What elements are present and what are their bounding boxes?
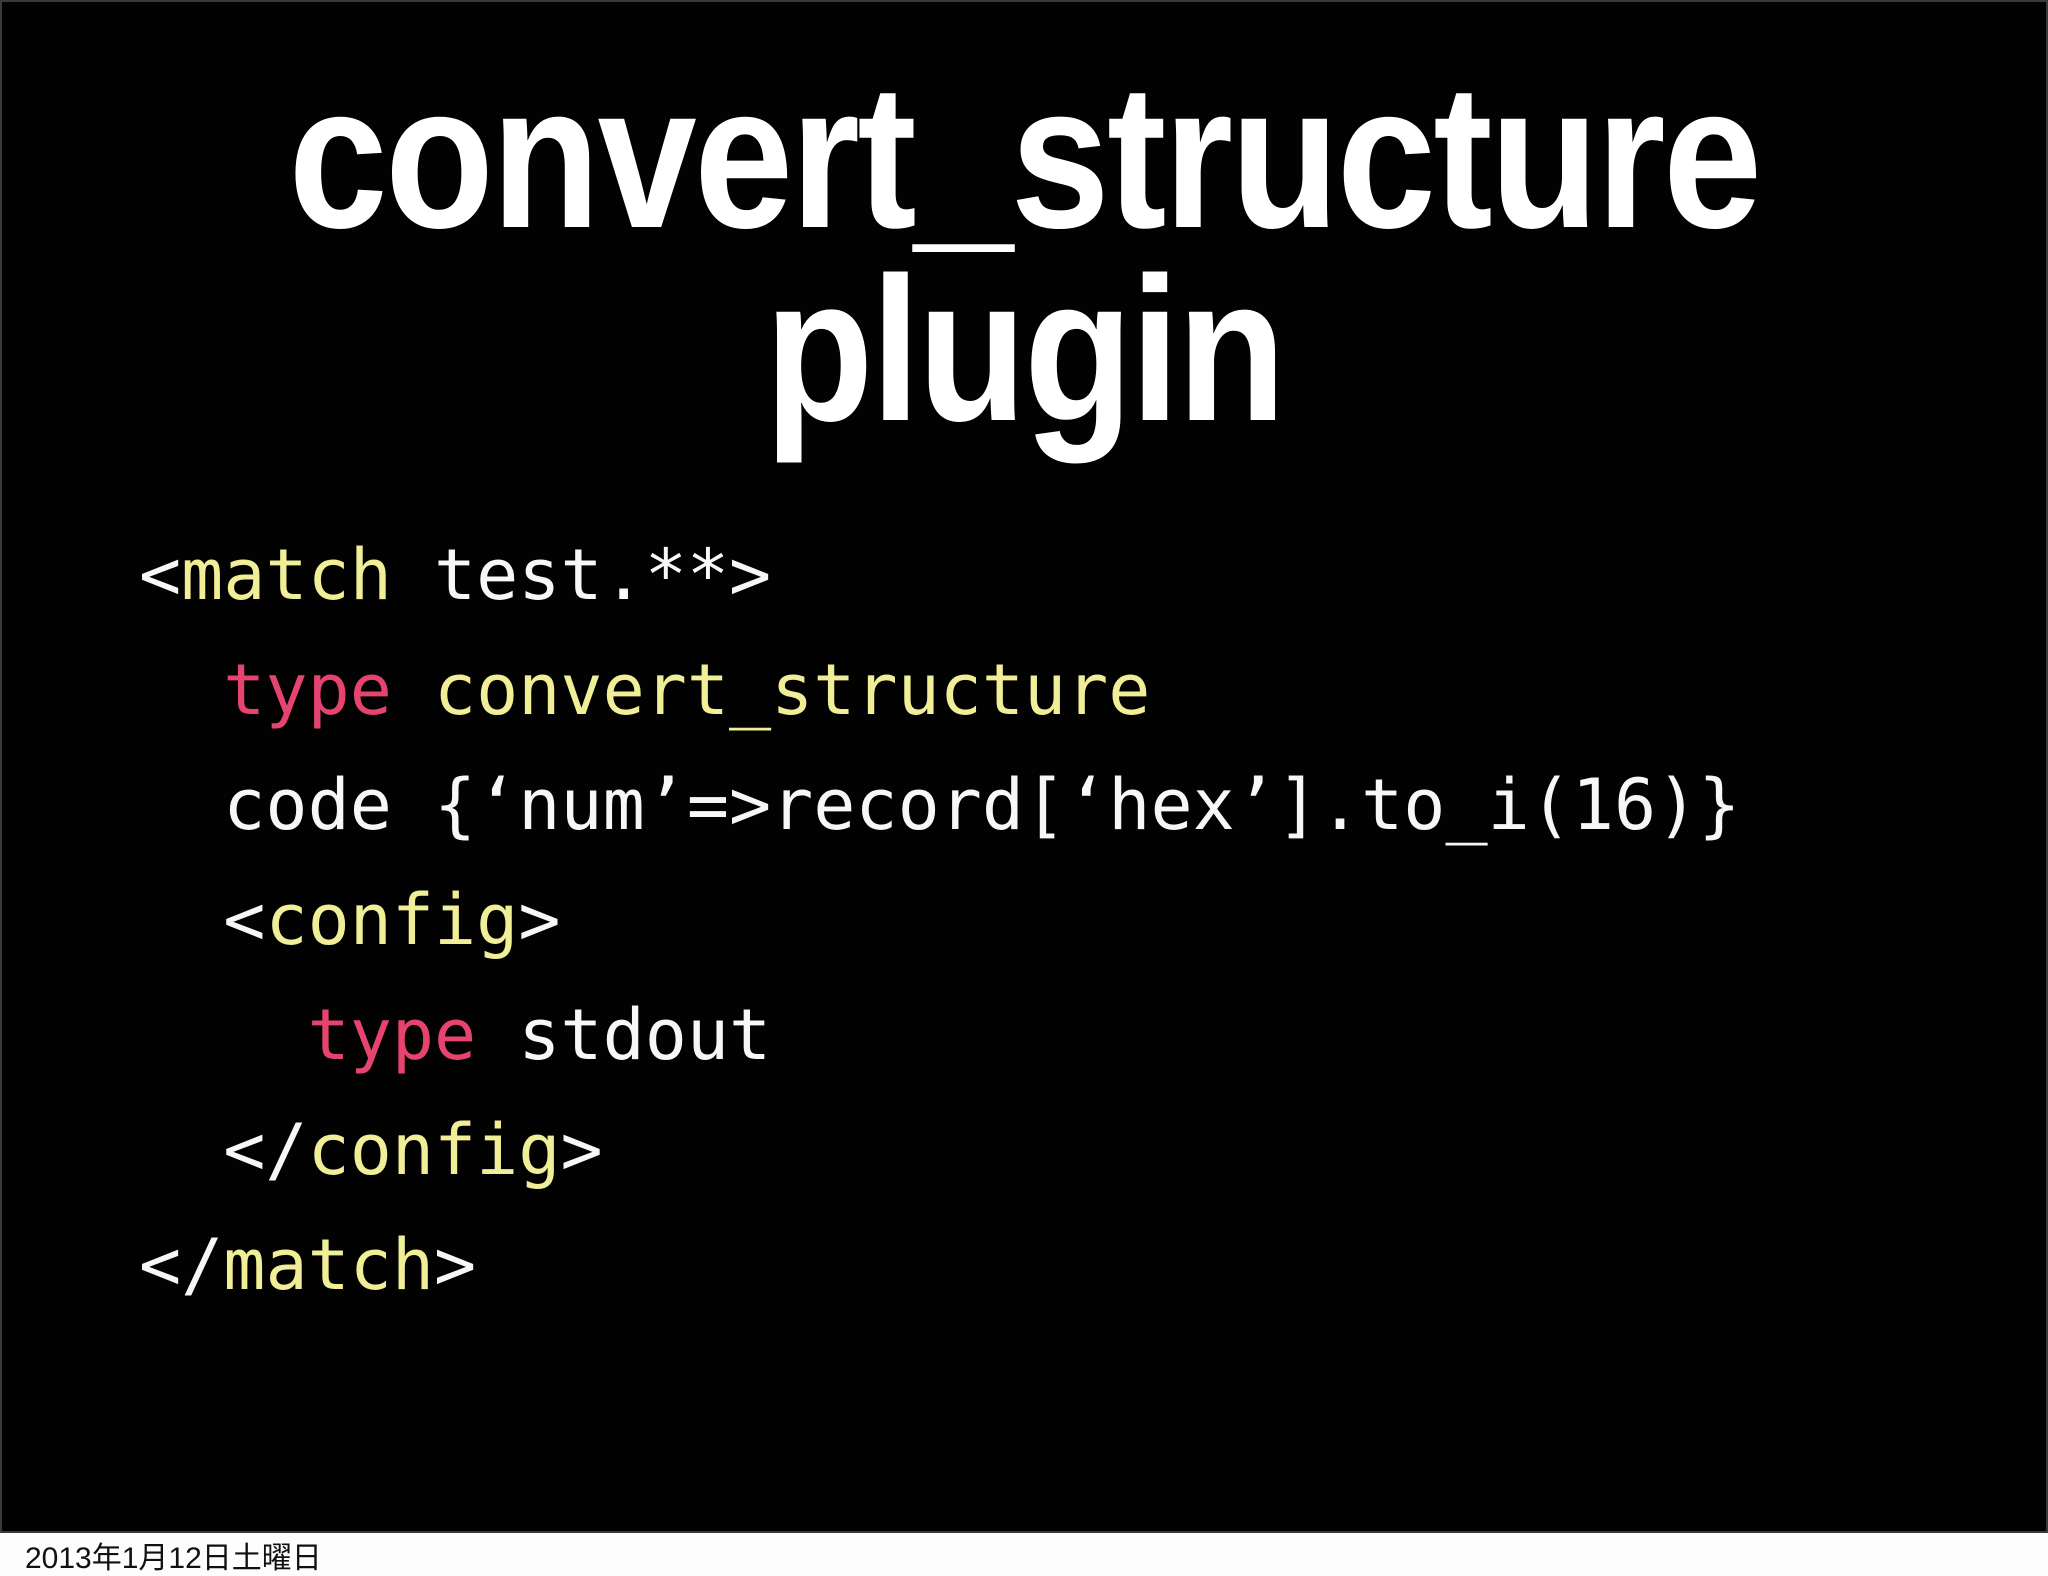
code-token: </ — [223, 1109, 308, 1191]
code-token: config — [265, 879, 519, 961]
code-token: type — [223, 649, 392, 731]
code-token: </ — [139, 1224, 224, 1306]
code-token: > — [560, 1109, 603, 1191]
code-line: <config> — [139, 863, 2046, 978]
code-token: code {‘num’=>record[‘hex’].to_i(16)} — [223, 764, 1741, 846]
code-line: type stdout — [139, 978, 2046, 1093]
code-token: config — [307, 1109, 561, 1191]
footer-bar: 2013年1月12日土曜日 — [0, 1533, 2048, 1576]
footer-date: 2013年1月12日土曜日 — [25, 1541, 322, 1575]
code-line: type convert_structure — [139, 633, 2046, 748]
code-token: match — [223, 1224, 435, 1306]
code-token: convert_structure — [391, 649, 1151, 731]
code-token: type — [307, 994, 477, 1076]
code-line: </match> — [139, 1208, 2046, 1323]
code-line: </config> — [139, 1093, 2046, 1208]
code-line: code {‘num’=>record[‘hex’].to_i(16)} — [139, 748, 2046, 863]
code-token: > — [434, 1224, 477, 1306]
code-token: < — [223, 879, 266, 961]
slide-title-line2: plugin — [764, 235, 1287, 464]
slide-title-line1: convert_structure — [288, 42, 1762, 271]
code-token: > — [518, 879, 561, 961]
code-token: stdout — [476, 994, 772, 1076]
slide: convert_structure plugin <match test.**>… — [0, 0, 2048, 1533]
slide-title: convert_structure plugin — [2, 2, 2046, 464]
code-token: test.**> — [391, 534, 772, 616]
code-token: < — [139, 534, 182, 616]
code-line: <match test.**> — [139, 518, 2046, 633]
code-token: match — [181, 534, 392, 616]
